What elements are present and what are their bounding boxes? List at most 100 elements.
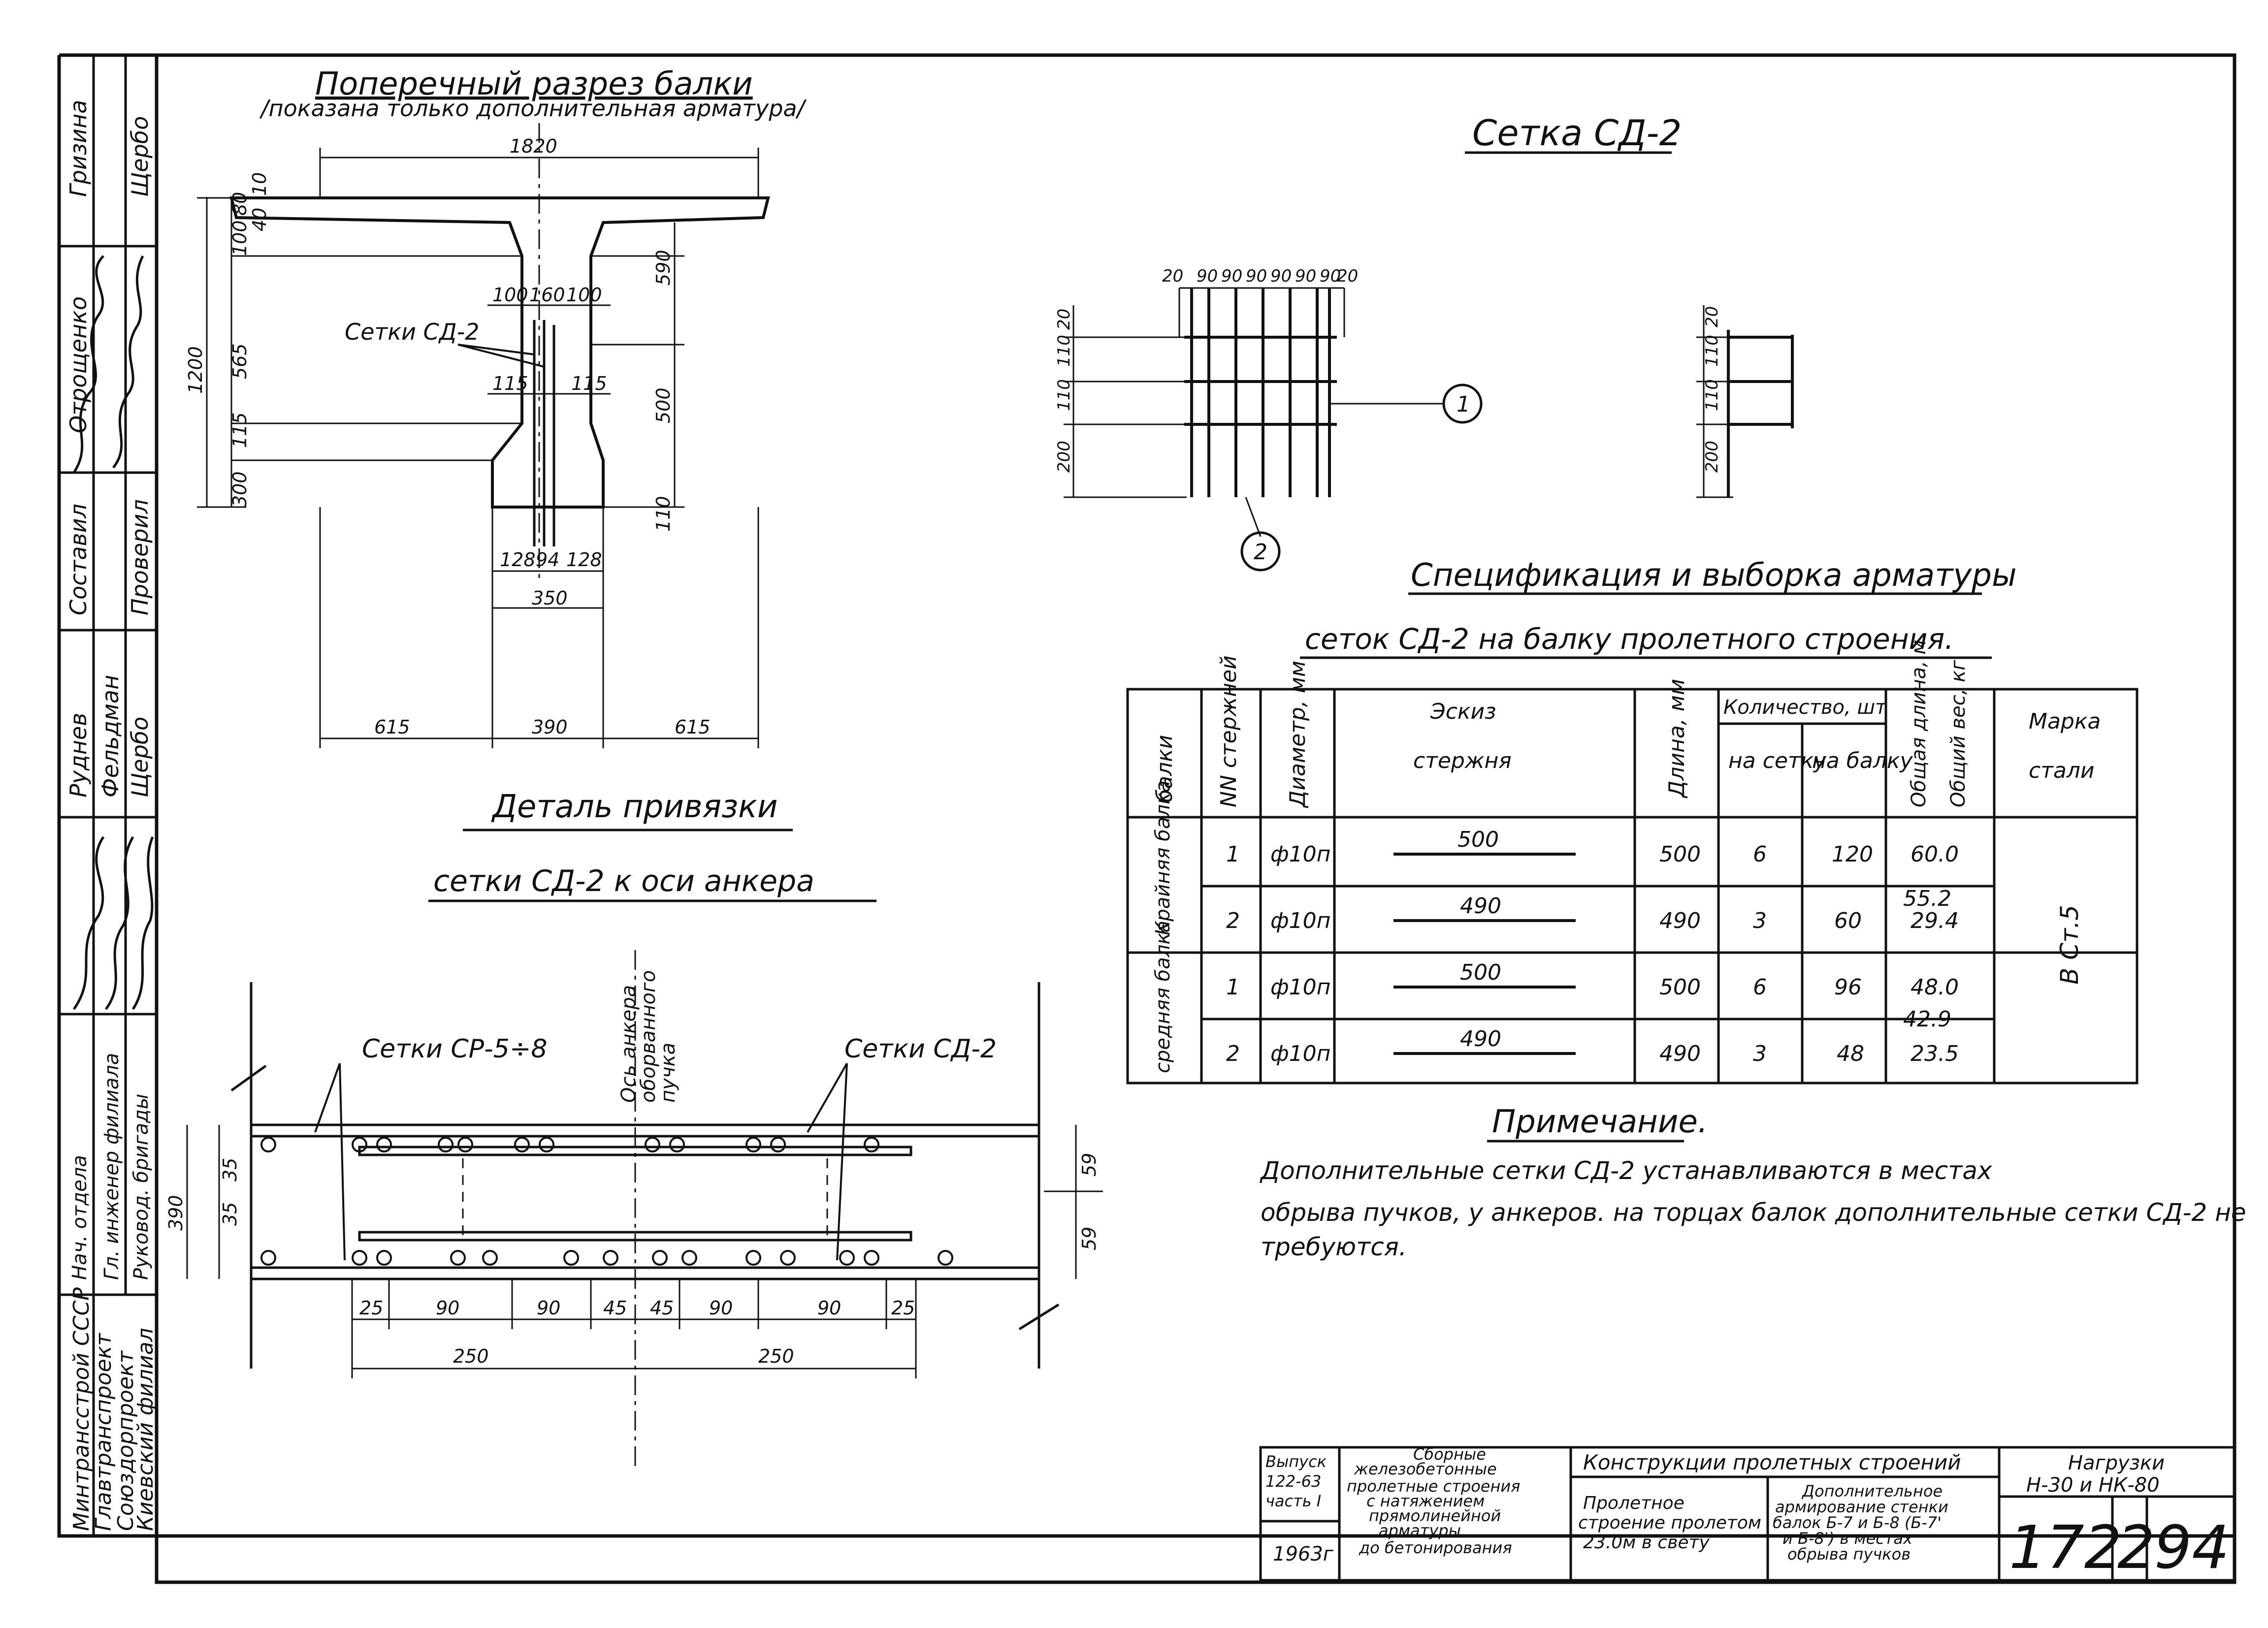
tb-sheet-5: обрыва пучков: [1787, 1545, 1911, 1564]
svg-text:Ось анкера: Ось анкера: [617, 985, 640, 1103]
tb-num-2: 2: [2117, 1514, 2155, 1582]
spec-subtitle: сеток СД-2 на балку пролетного строения.: [1305, 622, 1954, 656]
detail-dim-4: 45: [603, 1297, 627, 1319]
detail-dim-half-2: 250: [758, 1345, 794, 1367]
tb-sheet-3: балок Б-7 и Б-8 (Б-7': [1773, 1513, 1942, 1532]
stamp-role-2: Щербо: [127, 116, 153, 197]
dim-l4: 100: [229, 220, 251, 256]
detail-title-1: Деталь привязки: [491, 789, 778, 825]
dim-bottom-m: 390: [532, 716, 568, 738]
hdr-grade-2: стали: [2029, 758, 2095, 783]
detail-dim-3: 90: [537, 1297, 560, 1319]
tb-issue-3: часть I: [1265, 1492, 1321, 1510]
stamp-role-4: Составил: [65, 504, 92, 615]
spec-title: Спецификация и выборка арматуры: [1411, 557, 2017, 594]
detail-dim-height: 390: [165, 1195, 187, 1231]
svg-text:500: 500: [1458, 827, 1499, 852]
mesh-top-dim-6: 90: [1295, 266, 1316, 286]
spec-row: 1 ф10п 500 500 6 120 60.0: [1226, 827, 1959, 867]
callout-2-label: 2: [1254, 540, 1267, 565]
mesh-right-dim-3: 110: [1702, 379, 1722, 411]
tb-span-1: Пролетное: [1583, 1493, 1685, 1513]
stamp-role-3: Отрощенко: [65, 296, 92, 433]
svg-text:60: 60: [1834, 908, 1862, 933]
hdr-sketch-1: Эскиз: [1430, 699, 1496, 724]
mesh-title: Сетка СД-2: [1472, 112, 1682, 154]
spec-group-middle: средняя балка 42.9 1 ф10п 500 500 6 96 4…: [1152, 921, 1959, 1073]
dim-b1: 128: [500, 549, 536, 571]
hdr-qty-beam: на балку: [1812, 748, 1913, 773]
svg-text:120: 120: [1832, 842, 1873, 867]
dim-l5: 565: [229, 343, 251, 379]
detail-dim-right-1: 59: [1078, 1153, 1100, 1177]
tb-series-2: железобетонные: [1354, 1460, 1497, 1478]
cross-section: Поперечный разрез балки /показана только…: [185, 66, 807, 748]
mesh-right-dim-4: 200: [1702, 441, 1722, 473]
callout-1-label: 1: [1457, 392, 1470, 417]
detail-dim-left-2: 35: [219, 1202, 241, 1226]
detail-label-right: Сетки СД-2: [844, 1034, 997, 1064]
svg-text:490: 490: [1659, 908, 1701, 933]
section-subtitle: /показана только дополнительная арматура…: [259, 95, 807, 122]
dim-r2: 500: [652, 387, 674, 423]
svg-text:ф10п: ф10п: [1270, 908, 1330, 933]
svg-text:490: 490: [1460, 894, 1501, 919]
mesh-top-dim-2: 90: [1197, 266, 1218, 286]
svg-text:ф10п: ф10п: [1270, 842, 1330, 867]
callout-1: [1442, 383, 1483, 424]
dim-r1: 590: [652, 250, 674, 286]
dim-w3: 100: [566, 284, 602, 306]
tb-series-5: прямолинейной: [1369, 1506, 1501, 1525]
tb-header: Конструкции пролетных строений: [1583, 1450, 1961, 1474]
tb-year: 1963г: [1273, 1543, 1334, 1565]
mesh-top-dim-1: 20: [1162, 266, 1183, 286]
spec-section: Спецификация и выборка арматуры сеток СД…: [1126, 557, 2138, 1085]
svg-text:490: 490: [1659, 1041, 1701, 1066]
dim-l3: 40: [249, 208, 270, 231]
tb-series-4: с натяжением: [1366, 1492, 1485, 1510]
hdr-qty: Количество, шт: [1723, 696, 1887, 719]
detail-dim-1: 25: [359, 1297, 383, 1319]
sheet-frame: [57, 53, 2236, 1584]
note-line-1: Дополнительные сетки СД-2 устанавливаютс…: [1260, 1156, 1992, 1185]
svg-text:2: 2: [1226, 908, 1240, 933]
svg-text:2: 2: [1226, 1041, 1240, 1066]
dim-inner-l: 115: [492, 373, 528, 394]
detail-label-left: Сетки СР-5÷8: [362, 1034, 548, 1064]
stamp-org-1: Минтрансстрой СССР: [69, 1287, 94, 1531]
mesh-top-dim-8: 20: [1337, 266, 1358, 286]
svg-text:29.4: 29.4: [1911, 908, 1959, 933]
svg-text:6: 6: [1753, 975, 1767, 1000]
stamp-role-5: Проверил: [127, 499, 153, 615]
mesh-left-dim-3: 110: [1054, 379, 1074, 411]
mesh-view: Сетка СД-2 20: [1054, 112, 1794, 572]
stamp-role-7: Фельдман: [97, 675, 124, 798]
tb-loads-1: Нагрузки: [2068, 1452, 2165, 1474]
svg-text:500: 500: [1460, 960, 1501, 985]
stamp-org-4: Киевский филиал: [133, 1328, 158, 1531]
note-title: Примечание.: [1492, 1104, 1708, 1140]
mesh-right-dim-2: 110: [1702, 335, 1722, 367]
spec-row: 1 ф10п 500 500 6 96 48.0: [1226, 960, 1959, 1000]
stamp-role-6: Руднев: [65, 713, 92, 798]
detail-title-2: сетки СД-2 к оси анкера: [433, 864, 814, 898]
tb-series-6: арматуры: [1379, 1521, 1461, 1540]
detail-dim-2: 90: [436, 1297, 459, 1319]
tb-issue-1: Выпуск: [1265, 1452, 1327, 1471]
mesh-bars: [533, 320, 555, 546]
hdr-weight: Общий вес, кг: [1947, 660, 1970, 807]
detail-dim-left-1: 35: [219, 1158, 241, 1181]
svg-text:60.0: 60.0: [1911, 842, 1959, 867]
detail-dim-8: 25: [891, 1297, 915, 1319]
detail-axis-label: Ось анкера оборванного пучка: [617, 970, 680, 1103]
spec-table: [1126, 688, 2138, 1085]
dim-left-total: 1200: [185, 346, 206, 394]
tb-series-3: пролетные строения: [1347, 1477, 1520, 1496]
dim-b2: 94: [536, 549, 559, 571]
hdr-total-len: Общая длина, м: [1908, 639, 1930, 807]
detail-dim-6: 90: [709, 1297, 733, 1319]
svg-text:оборванного: оборванного: [637, 970, 660, 1103]
detail-dim-7: 90: [817, 1297, 841, 1319]
tb-series-7: до бетонирования: [1359, 1538, 1512, 1557]
section-title: Поперечный разрез балки: [315, 66, 753, 102]
